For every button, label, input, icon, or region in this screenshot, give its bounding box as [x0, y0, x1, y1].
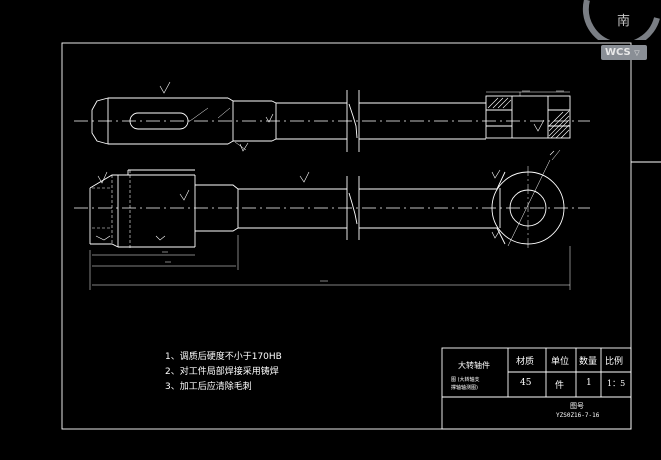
value-unit: 件 — [555, 381, 565, 391]
title-block-grid — [441, 347, 632, 430]
dimension-lines — [89, 235, 571, 290]
tech-note-1: 1、调质后硬度不小于170HB — [165, 352, 282, 362]
value-material: 45 — [520, 378, 532, 388]
wcs-menu-button[interactable]: WCS ▽ — [601, 45, 647, 60]
header-unit: 单位 — [551, 357, 570, 367]
header-scale: 比例 — [605, 357, 624, 367]
shaft-bottom-view — [74, 149, 590, 250]
tech-note-2: 2、对工件局部焊接采用铸焊 — [165, 367, 279, 377]
shaft-top-view — [74, 81, 590, 152]
tech-note-3: 3、加工后应清除毛刺 — [165, 382, 252, 392]
drawing-outer-frame — [61, 42, 632, 430]
drawing-number-label: 图号 — [570, 402, 584, 410]
header-quantity: 数量 — [579, 357, 598, 367]
chevron-down-icon: ▽ — [634, 49, 640, 57]
wcs-label: WCS — [605, 47, 631, 58]
viewcube-south-label[interactable]: 南 — [617, 14, 631, 29]
drawing-subtitle-1: 图 (大转轴支 — [451, 377, 480, 383]
dimension-marks — [162, 90, 564, 282]
drawing-subtitle-2: 撑轴轴测图) — [451, 385, 478, 391]
header-material: 材质 — [516, 357, 535, 367]
value-quantity: 1 — [586, 378, 592, 388]
value-scale: 1：5 — [607, 379, 626, 388]
drawing-number: YZS0Z16-7-16 — [556, 412, 600, 419]
part-name: 大转轴件 — [458, 361, 490, 370]
viewcube-compass-ring[interactable] — [581, 0, 661, 40]
